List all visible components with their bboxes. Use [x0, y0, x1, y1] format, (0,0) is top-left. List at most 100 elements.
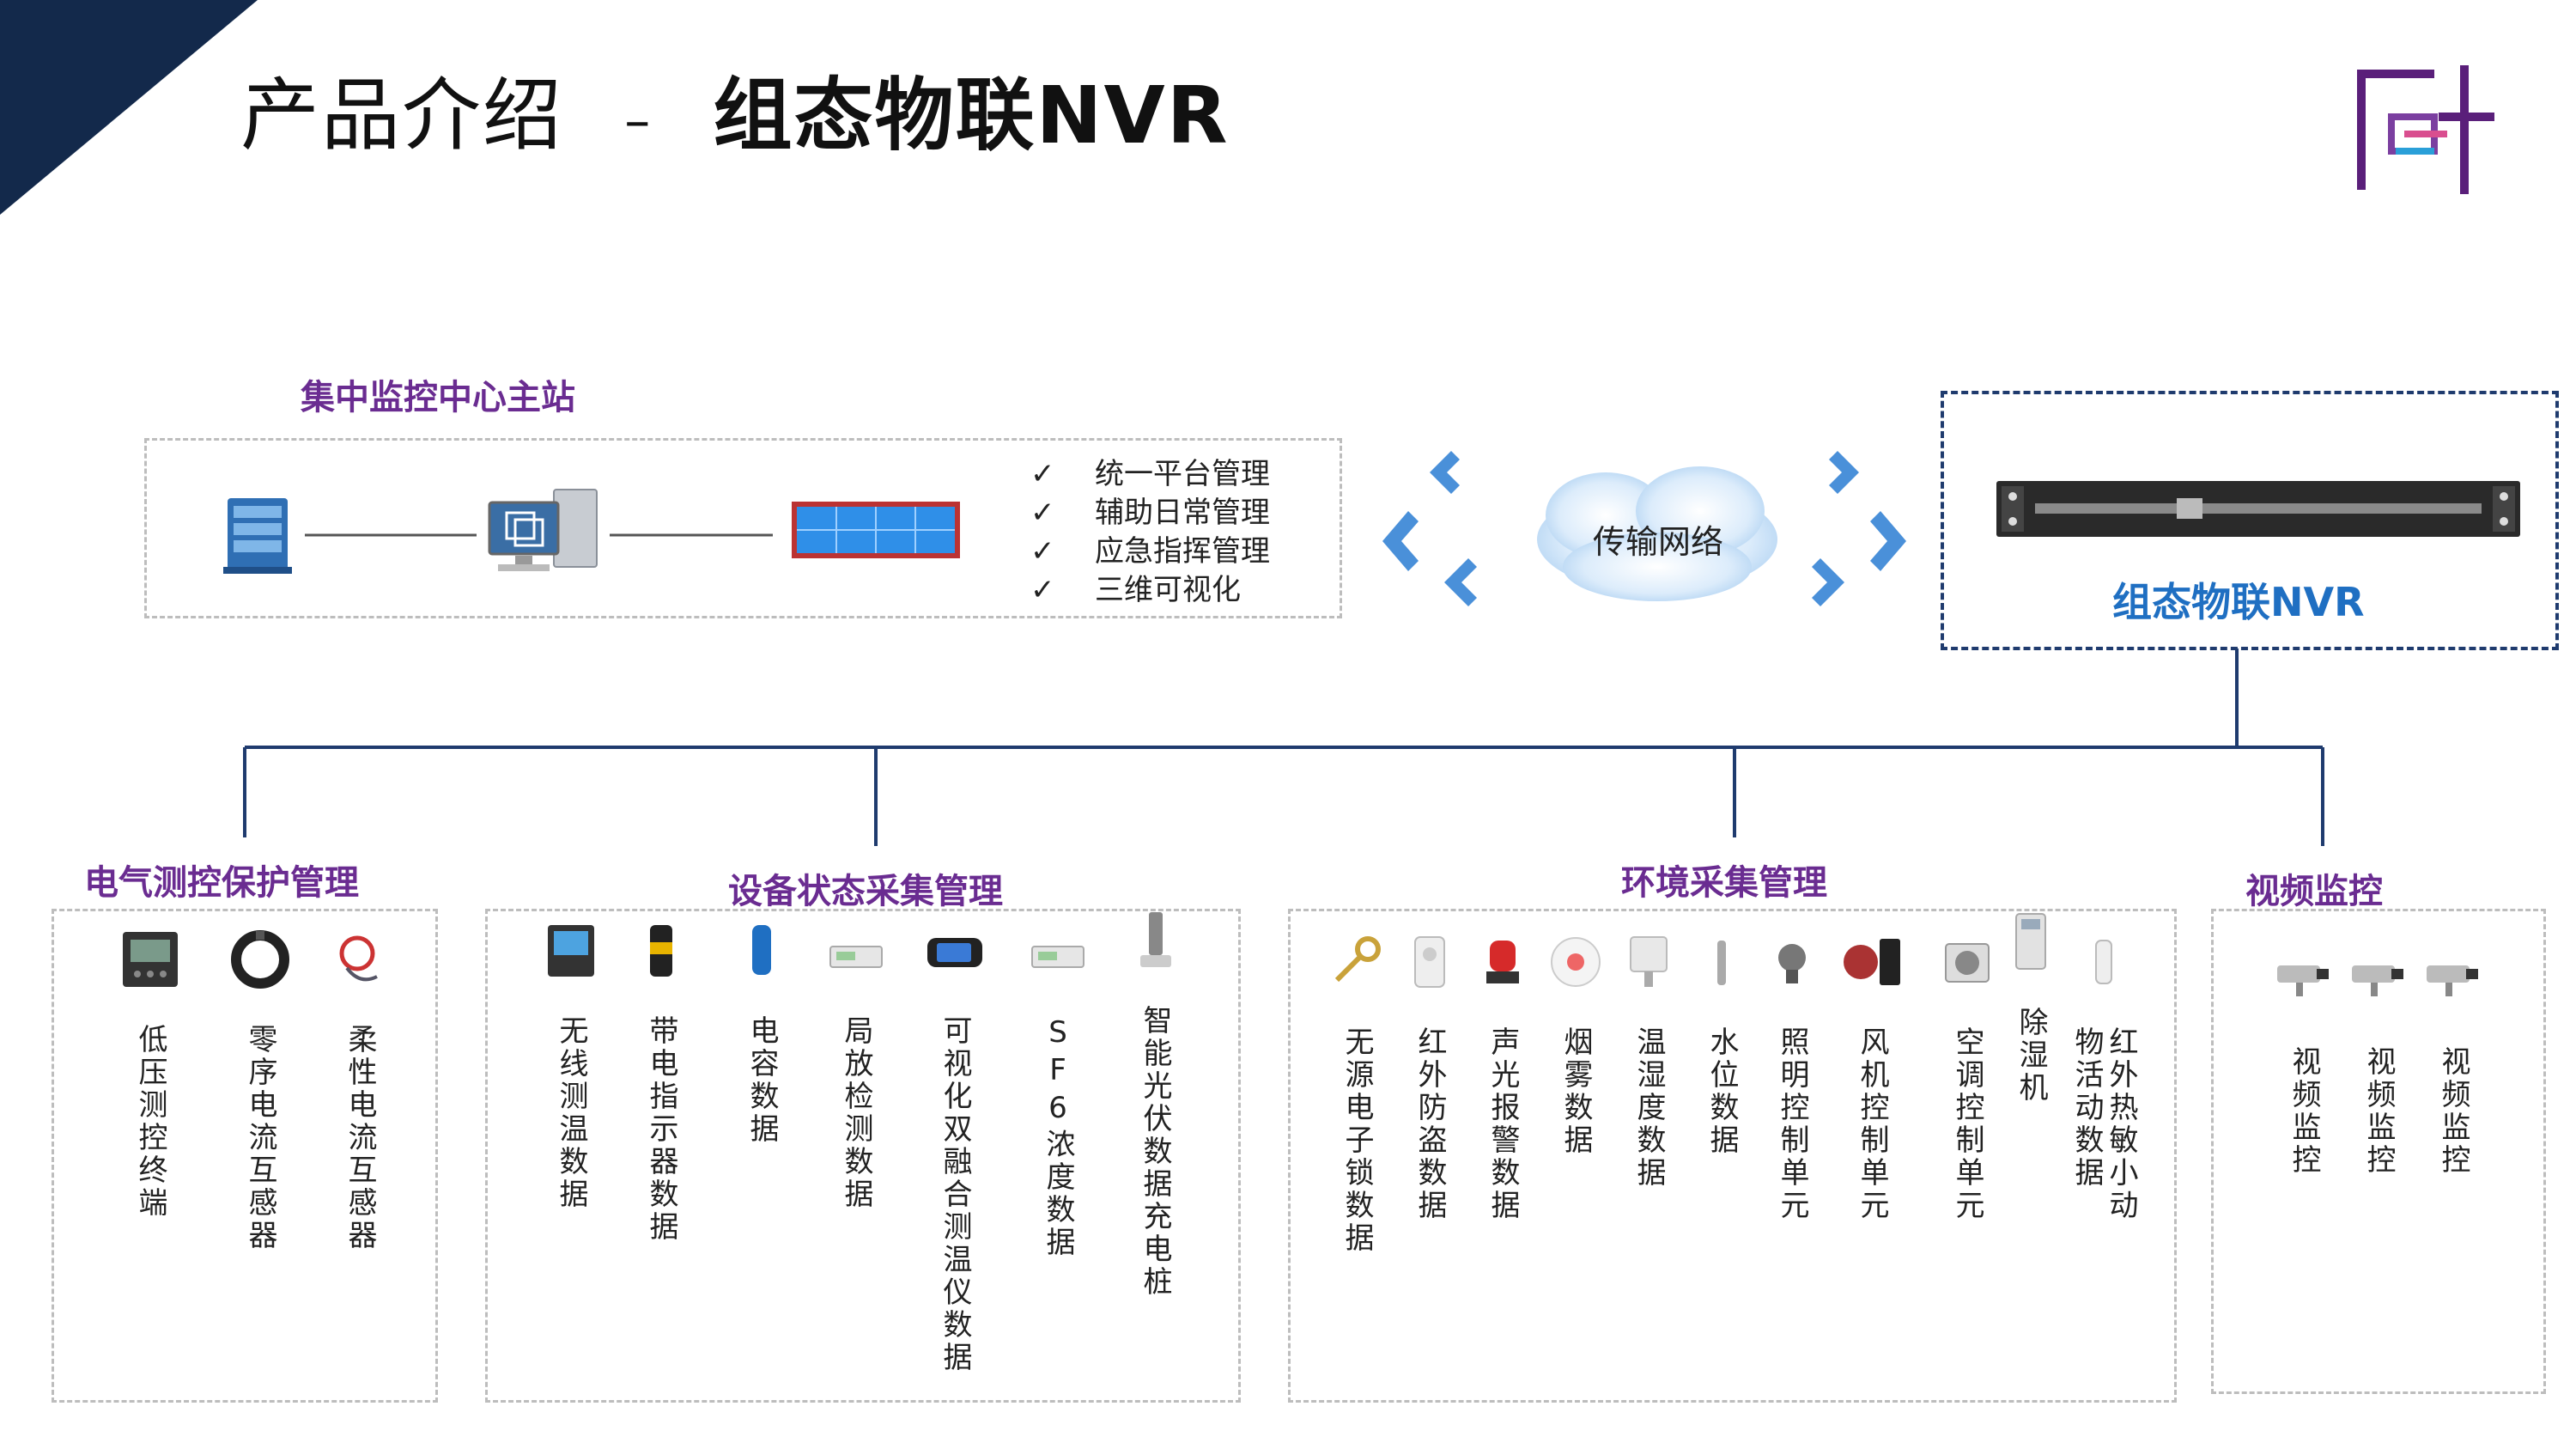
network-diagram: [1382, 451, 1906, 606]
capacitor-icon: [752, 925, 771, 975]
list-item: 局放检测数据: [826, 921, 886, 1211]
camera-icon: [2427, 965, 2478, 996]
air-conditioner-icon: [1945, 943, 1990, 983]
nvr-box: [1941, 391, 2559, 650]
item-label: 风机控制单元: [1855, 1026, 1889, 1222]
group-title-electrical: 电气测控保护管理: [84, 863, 359, 903]
item-label: 零序电流互感器: [243, 1024, 277, 1252]
item-label: 红外热敏小动物活动数据: [2069, 1026, 2138, 1222]
meter-terminal-icon: [123, 932, 178, 987]
live-indicator-icon: [650, 925, 672, 977]
smoke-detector-icon: [1551, 937, 1601, 987]
list-item: 空调控制单元: [1937, 932, 1997, 1222]
item-label: 智能光伏数据充电桩: [1138, 1005, 1172, 1299]
list-item: 视频监控: [2423, 952, 2483, 1177]
camera-icon: [2352, 965, 2403, 996]
list-item: 烟雾数据: [1546, 932, 1606, 1157]
feature-item: ✓应急指挥管理: [1030, 533, 1270, 571]
group-title-equipment: 设备状态采集管理: [728, 872, 1003, 911]
water-level-icon: [1717, 941, 1726, 985]
item-label: 视频监控: [2287, 1046, 2321, 1177]
item-label: 红外防盗数据: [1413, 1026, 1447, 1222]
page-title: 产品介绍 – 组态物联NVR: [240, 52, 1230, 166]
ct-ring-icon: [231, 930, 289, 989]
item-label: 水位数据: [1704, 1026, 1739, 1157]
pir-animal-sensor-icon: [2095, 940, 2112, 984]
display-wall-icon: [792, 502, 960, 558]
feature-list: ✓统一平台管理 ✓辅助日常管理 ✓应急指挥管理 ✓三维可视化: [1030, 455, 1270, 610]
check-icon: ✓: [1030, 457, 1055, 491]
list-item: 无线测温数据: [541, 921, 601, 1211]
workstation-icon: [488, 489, 598, 571]
title-separator: –: [624, 90, 653, 151]
lighting-control-icon: [1778, 944, 1806, 983]
server-icon: [223, 498, 292, 574]
list-item: 带电指示器数据: [631, 921, 691, 1244]
wireless-temp-icon: [548, 925, 594, 977]
list-item: 声光报警数据: [1473, 932, 1533, 1222]
feature-item: ✓统一平台管理: [1030, 455, 1270, 494]
thermal-camera-icon: [927, 938, 982, 967]
nvr-label: 组态物联NVR: [2112, 579, 2365, 625]
charging-pile-icon: [1140, 912, 1171, 967]
check-icon: ✓: [1030, 534, 1055, 569]
group-box-video: [2211, 909, 2546, 1394]
list-item: 除湿机: [2001, 912, 2061, 1105]
list-item: 视频监控: [2274, 952, 2334, 1177]
camera-icon: [2277, 965, 2329, 996]
fan-control-icon: [1844, 939, 1900, 985]
item-label: 视频监控: [2436, 1046, 2470, 1177]
item-label: 局放检测数据: [839, 1015, 873, 1211]
item-label: 除湿机: [2014, 1007, 2048, 1105]
list-item: 零序电流互感器: [230, 929, 290, 1252]
flexible-ct-icon: [339, 935, 378, 982]
nvr-device-icon: [1996, 481, 2520, 537]
list-item: 照明控制单元: [1762, 932, 1822, 1222]
feature-item: ✓三维可视化: [1030, 571, 1270, 610]
list-item: 智能光伏数据充电桩: [1125, 910, 1185, 1299]
item-label: 无线测温数据: [554, 1015, 588, 1211]
sf6-sensor-icon: [1031, 946, 1084, 968]
list-item: 红外热敏小动物活动数据: [2069, 932, 2138, 1250]
check-icon: ✓: [1030, 573, 1055, 607]
list-item: 无源电子锁数据: [1327, 932, 1387, 1255]
list-item: 风机控制单元: [1842, 932, 1902, 1222]
item-label: 烟雾数据: [1558, 1026, 1593, 1157]
item-label: 照明控制单元: [1775, 1026, 1809, 1222]
key-lock-icon: [1334, 936, 1381, 983]
group-title-video: 视频监控: [2245, 872, 2383, 911]
arrow-icons: [1382, 451, 1906, 606]
feature-item: ✓辅助日常管理: [1030, 494, 1270, 533]
list-item: 视频监控: [2348, 952, 2409, 1177]
list-item: 温湿度数据: [1619, 932, 1679, 1190]
alarm-light-icon: [1486, 941, 1519, 983]
title-main: 组态物联NVR: [713, 70, 1230, 161]
list-item: 水位数据: [1692, 932, 1752, 1157]
list-item: 红外防盗数据: [1400, 932, 1460, 1222]
check-icon: ✓: [1030, 496, 1055, 530]
title-prefix: 产品介绍: [240, 70, 564, 161]
infrared-sensor-icon: [1414, 936, 1445, 988]
center-station-box: [144, 438, 1342, 618]
corner-decoration: [0, 0, 258, 215]
list-item: 柔性电流互感器: [330, 929, 390, 1252]
humidity-sensor-icon: [1630, 936, 1668, 987]
list-item: 电容数据: [732, 921, 792, 1146]
network-label: 传输网络: [1593, 523, 1724, 561]
item-label: 声光报警数据: [1485, 1026, 1520, 1222]
brand-logo-icon: [2357, 65, 2494, 194]
group-title-environment: 环境采集管理: [1621, 863, 1827, 903]
group-box-equipment: [485, 909, 1241, 1403]
item-label: 柔性电流互感器: [343, 1024, 377, 1252]
dehumidifier-icon: [2015, 913, 2046, 970]
list-item: SF6浓度数据: [1028, 921, 1088, 1259]
item-label: 温湿度数据: [1631, 1026, 1666, 1190]
item-label: SF6浓度数据: [1041, 1015, 1075, 1259]
partial-discharge-icon: [829, 946, 883, 968]
cloud-icon: [1537, 466, 1777, 601]
item-label: 视频监控: [2361, 1046, 2396, 1177]
item-label: 带电指示器数据: [644, 1015, 678, 1244]
item-label: 无源电子锁数据: [1340, 1026, 1374, 1255]
item-label: 低压测控终端: [133, 1024, 167, 1220]
